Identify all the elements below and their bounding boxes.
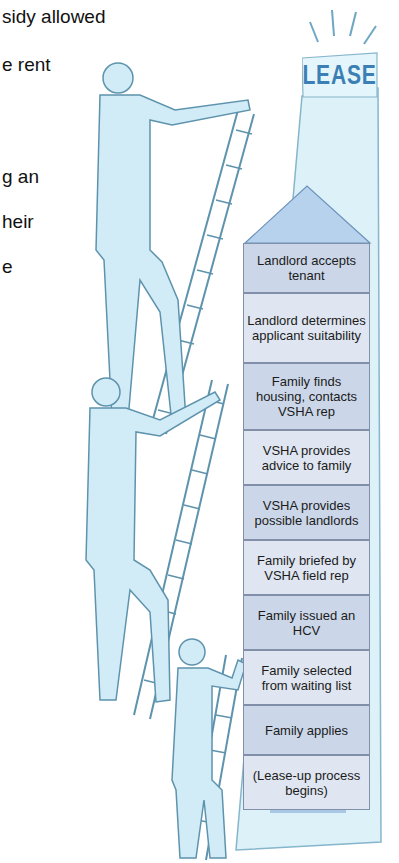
page-text-fragment: heir	[2, 211, 34, 233]
process-box: Family finds housing, contacts VSHA rep	[243, 363, 370, 430]
process-box: Family applies	[243, 705, 370, 755]
process-box: (Lease-up process begins)	[243, 755, 370, 810]
step-text: Landlord accepts tenant	[247, 253, 366, 283]
process-box: Family selected from waiting list	[243, 650, 370, 705]
step-text: Landlord determines applicant suitabilit…	[247, 313, 366, 343]
process-box: VSHA provides advice to family	[243, 430, 370, 485]
arrow-head	[245, 186, 370, 243]
process-box: VSHA provides possible landlords	[243, 485, 370, 540]
process-box: Landlord determines applicant suitabilit…	[243, 293, 370, 363]
ladders	[134, 110, 254, 860]
sign-shape	[302, 53, 377, 97]
climbing-figures	[86, 63, 250, 858]
lease-sign: LEASE	[302, 52, 378, 98]
step-text: Family selected from waiting list	[247, 663, 366, 693]
process-box: Landlord accepts tenant	[243, 243, 370, 293]
page-text-fragment: sidy allowed	[2, 6, 106, 28]
process-box: Family issued an HCV	[243, 595, 370, 650]
page-text-fragment: g an	[2, 166, 39, 188]
page-text-fragment: e	[2, 256, 13, 278]
page-text-fragment: e rent	[2, 54, 51, 76]
sign-rays	[310, 10, 376, 44]
step-text: Family finds housing, contacts VSHA rep	[247, 374, 366, 419]
step-text: Family briefed by VSHA field rep	[247, 553, 366, 583]
sign-text: LEASE	[303, 60, 377, 91]
step-text: (Lease-up process begins)	[247, 768, 366, 798]
step-text: VSHA provides advice to family	[247, 443, 366, 473]
step-text: VSHA provides possible landlords	[247, 498, 366, 528]
step-text: Family issued an HCV	[247, 608, 366, 638]
process-box: Family briefed by VSHA field rep	[243, 540, 370, 595]
step-text: Family applies	[265, 723, 348, 738]
board	[236, 88, 381, 850]
